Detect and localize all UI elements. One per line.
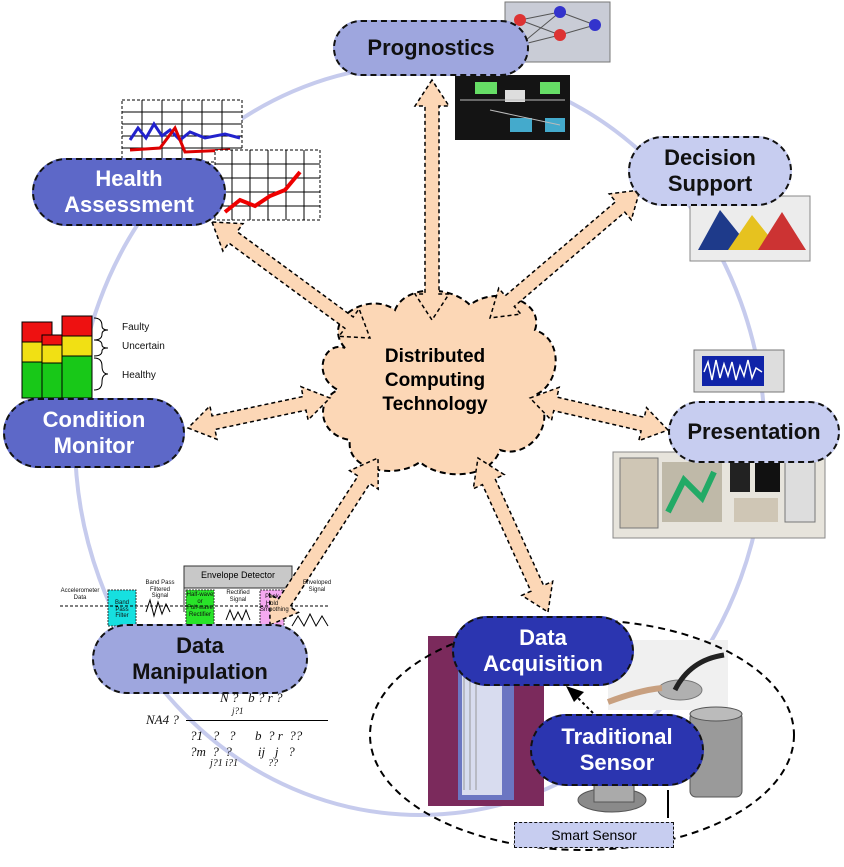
- arrow-presentation: [528, 386, 670, 442]
- arrow-group: [186, 78, 670, 627]
- node-data-manipulation: Data Manipulation: [92, 624, 308, 694]
- data-manipulation-label: Data Manipulation: [132, 633, 268, 684]
- decision-support-label: Decision Support: [664, 145, 756, 196]
- legend-healthy: Healthy: [122, 370, 156, 381]
- smart-sensor-photo: [606, 640, 728, 710]
- node-smart-sensor: Smart Sensor: [514, 822, 674, 848]
- node-decision-support: Decision Support: [628, 136, 792, 206]
- accelerometer-data-label: Accelerometer Data: [60, 588, 100, 601]
- legend-faulty: Faulty: [122, 322, 150, 333]
- formula-denominator-3: j?1 i?1 ??: [190, 758, 279, 769]
- formula-numerator: N ? b ? r ?: [220, 690, 283, 705]
- node-prognostics: Prognostics: [333, 20, 529, 76]
- prognostics-label: Prognostics: [367, 35, 495, 61]
- envelope-detector-label: Envelope Detector: [200, 570, 276, 580]
- health-assessment-label: Health Assessment: [64, 166, 194, 217]
- peak-hold-label: Peak Hold Smoothing: [260, 594, 289, 614]
- condition-level-bars: [21, 315, 109, 399]
- waveform-thumbnail: [693, 349, 785, 393]
- legend-uncertain: Uncertain: [122, 341, 165, 352]
- traditional-sensor-label: Traditional Sensor: [561, 724, 673, 775]
- node-presentation: Presentation: [668, 401, 840, 463]
- arrow-prognostics: [413, 78, 451, 322]
- arrow-data-acquisition: [472, 456, 554, 614]
- smart-sensor-label: Smart Sensor: [551, 827, 637, 843]
- sensor-group-outline: [369, 619, 795, 851]
- arrow-decision-support: [488, 189, 642, 319]
- formula-denominator-2: ?m ? ? ij j ?: [190, 744, 295, 759]
- band-pass-filter-label: Band Pass Filter: [114, 600, 129, 620]
- node-health-assessment: Health Assessment: [32, 158, 226, 226]
- data-acquisition-label: Data Acquisition: [483, 625, 603, 676]
- arrow-data-manipulation: [269, 456, 379, 627]
- health-chart-back: [121, 99, 243, 163]
- fuzzy-membership-thumbnail: [689, 195, 811, 262]
- node-condition-monitor: Condition Monitor: [3, 398, 185, 468]
- arrow-condition-monitor: [186, 385, 332, 441]
- formula-fraction-bar: [186, 720, 328, 721]
- simulink-block-thumbnail: [455, 75, 570, 140]
- health-chart-front: [214, 149, 321, 221]
- enveloped-signal-label: Enveloped Signal: [302, 580, 332, 593]
- condition-monitor-label: Condition Monitor: [42, 407, 146, 458]
- center-label: Distributed Computing Technology: [355, 345, 515, 416]
- formula-denominator: ?1 ? ? b ? r ??: [190, 728, 303, 743]
- node-data-acquisition: Data Acquisition: [452, 616, 634, 686]
- envelope-detector-box: [60, 565, 330, 628]
- rectifier-label: Half-wave or Full-wave Rectifier: [186, 592, 214, 618]
- center-text: Distributed Computing Technology: [382, 346, 488, 415]
- node-traditional-sensor: Traditional Sensor: [530, 714, 704, 786]
- formula-lhs: NA4 ?: [146, 712, 179, 727]
- band-pass-filtered-label: Band Pass Filtered Signal: [145, 580, 175, 600]
- presentation-label: Presentation: [687, 419, 821, 445]
- rectified-signal-label: Rectified Signal: [226, 590, 250, 603]
- cloud-shape: [321, 289, 557, 476]
- dashboard-thumbnail: [612, 451, 826, 539]
- arrow-health-assessment: [210, 221, 372, 339]
- formula-numerator-sub: j?1: [232, 706, 244, 716]
